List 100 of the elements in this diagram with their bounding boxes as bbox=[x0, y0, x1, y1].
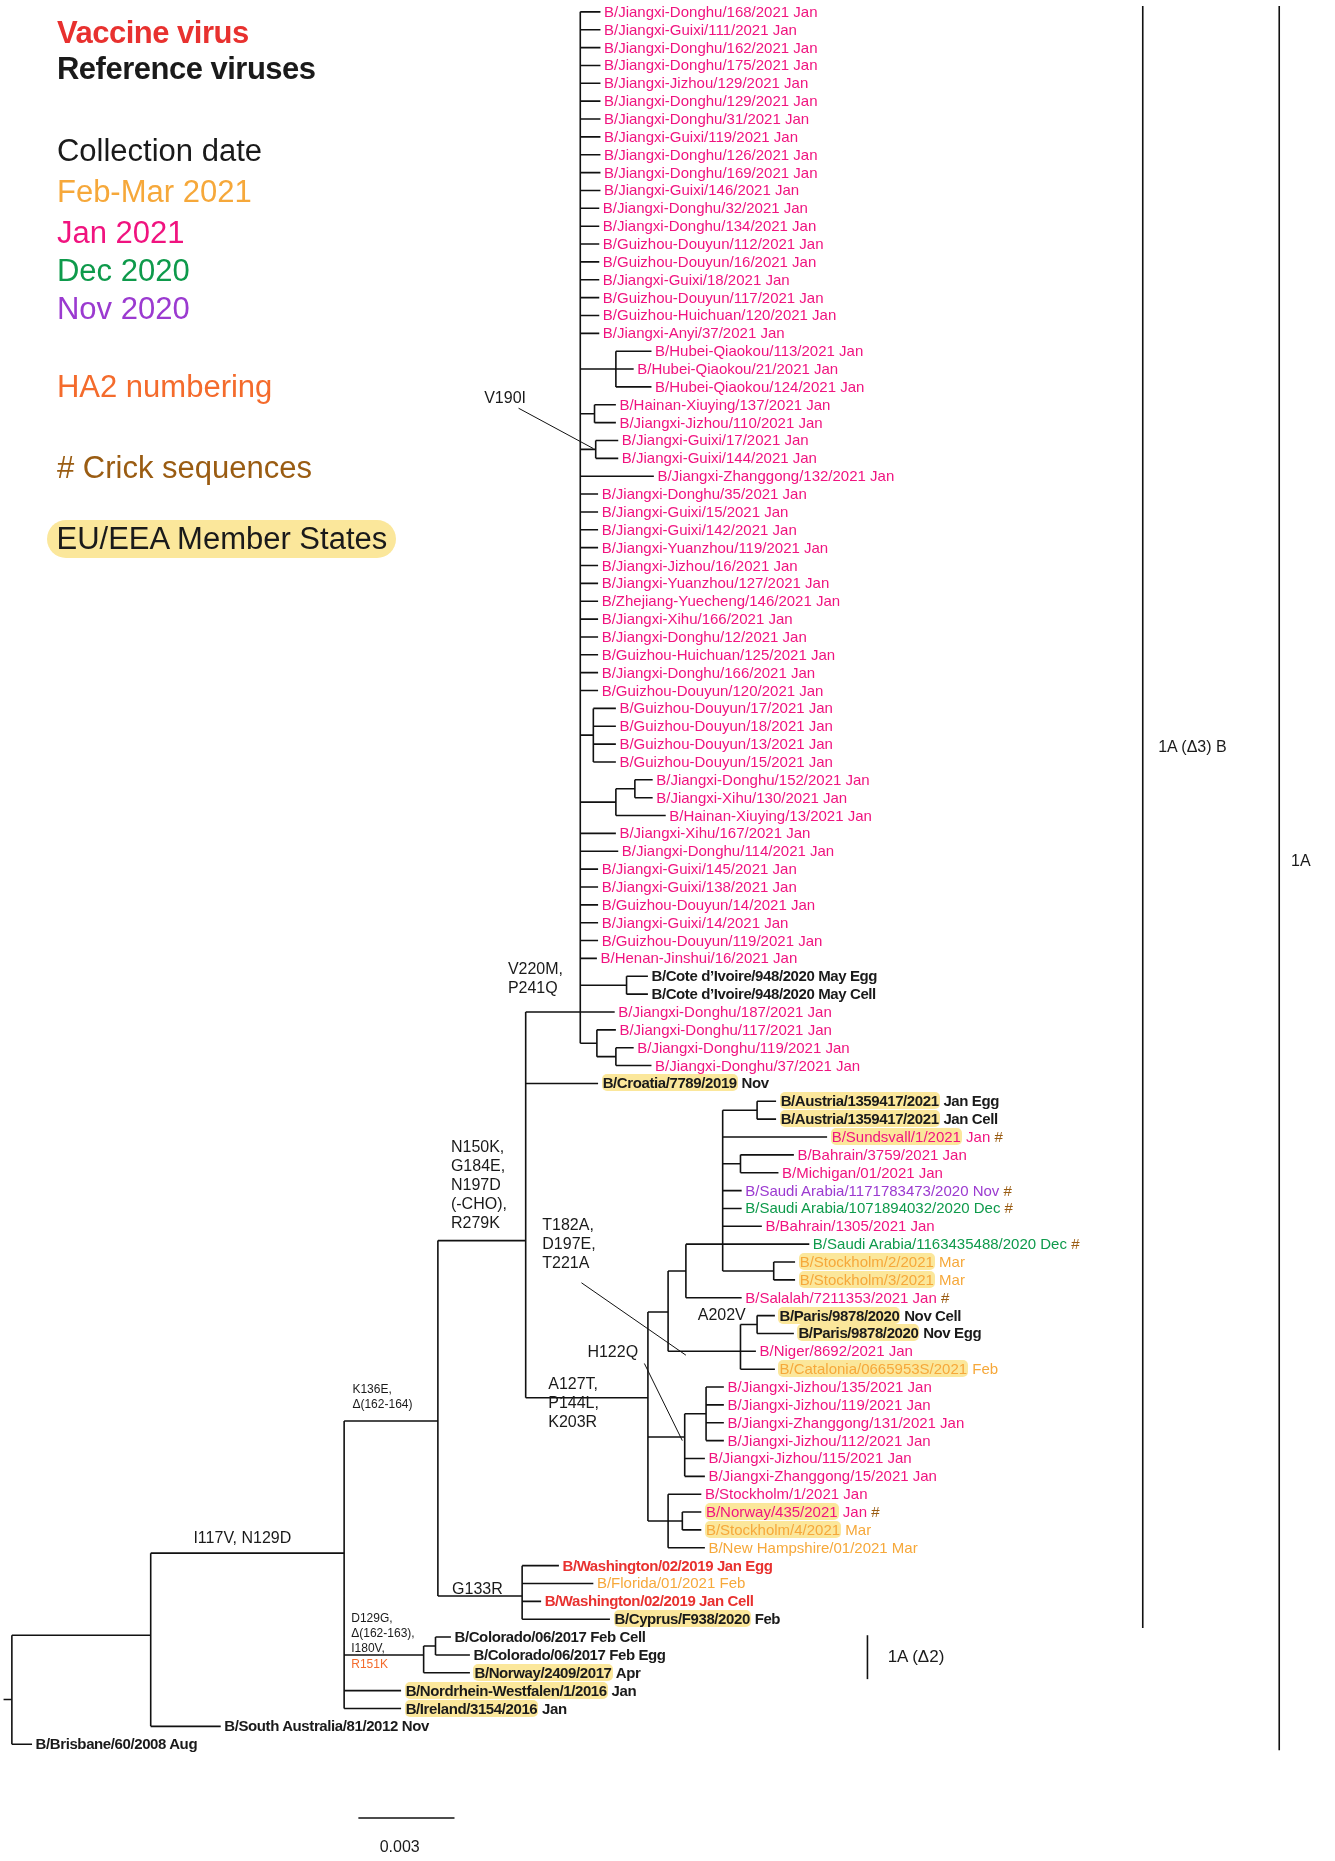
virus-strain-label: B/Hainan-Xiuying/137/2021 Jan bbox=[619, 395, 831, 414]
virus-strain-label: B/Jiangxi-Xihu/130/2021 Jan bbox=[656, 788, 848, 807]
mutation-label: K136E, Δ(162-164) bbox=[352, 1382, 414, 1413]
virus-strain-label: B/Austria/1359417/2021 Jan Egg bbox=[779, 1092, 999, 1111]
virus-strain-label: B/Guizhou-Douyun/112/2021 Jan bbox=[602, 235, 824, 254]
virus-strain-label: B/Jiangxi-Guixi/142/2021 Jan bbox=[601, 520, 797, 539]
virus-strain-label: B/Washington/02/2019 Jan Egg bbox=[562, 1556, 773, 1575]
virus-strain-label: B/Stockholm/2/2021 Mar bbox=[798, 1253, 965, 1271]
virus-strain-label: B/Guizhou-Douyun/120/2021 Jan bbox=[601, 681, 824, 700]
virus-strain-label: B/Jiangxi-Guixi/138/2021 Jan bbox=[601, 877, 797, 896]
virus-strain-label: B/Jiangxi-Guixi/15/2021 Jan bbox=[601, 502, 789, 521]
virus-strain-label: B/Hubei-Qiaokou/124/2021 Jan bbox=[655, 377, 865, 396]
virus-strain-label: B/Jiangxi-Donghu/168/2021 Jan bbox=[604, 2, 818, 21]
virus-strain-label: B/Guizhou-Huichuan/120/2021 Jan bbox=[602, 306, 837, 325]
virus-strain-label: B/Jiangxi-Zhanggong/131/2021 Jan bbox=[727, 1413, 965, 1432]
legend-label: # Crick sequences bbox=[56, 448, 312, 487]
virus-strain-label: B/Jiangxi-Donghu/119/2021 Jan bbox=[637, 1038, 850, 1057]
virus-strain-label: B/Guizhou-Douyun/17/2021 Jan bbox=[619, 699, 833, 718]
virus-strain-label: B/Guizhou-Douyun/14/2021 Jan bbox=[601, 895, 816, 914]
virus-strain-label: B/Jiangxi-Yuanzhou/119/2021 Jan bbox=[601, 538, 829, 557]
legend-label: EU/EEA Member States bbox=[47, 519, 397, 558]
virus-strain-label: B/Austria/1359417/2021 Jan Cell bbox=[779, 1110, 998, 1129]
virus-strain-label: B/Paris/9878/2020 Nov Egg bbox=[797, 1324, 982, 1343]
mutation-label: 1A bbox=[1291, 850, 1311, 870]
virus-strain-label: B/Jiangxi-Donghu/187/2021 Jan bbox=[618, 1003, 832, 1021]
virus-strain-label: B/Jiangxi-Guixi/145/2021 Jan bbox=[601, 860, 797, 879]
virus-strain-label: B/Jiangxi-Jizhou/112/2021 Jan bbox=[727, 1431, 931, 1450]
virus-strain-label: B/Croatia/7789/2019 Nov bbox=[601, 1074, 769, 1093]
virus-strain-label: B/Jiangxi-Yuanzhou/127/2021 Jan bbox=[601, 574, 830, 593]
virus-strain-label: B/Jiangxi-Jizhou/119/2021 Jan bbox=[727, 1395, 931, 1414]
virus-strain-label: B/Jiangxi-Xihu/167/2021 Jan bbox=[619, 824, 811, 843]
virus-strain-label: B/Guizhou-Douyun/119/2021 Jan bbox=[601, 931, 823, 950]
virus-strain-label: B/Zhejiang-Yuecheng/146/2021 Jan bbox=[601, 592, 841, 611]
virus-strain-label: B/Jiangxi-Donghu/117/2021 Jan bbox=[619, 1020, 832, 1039]
virus-strain-label: B/Jiangxi-Guixi/17/2021 Jan bbox=[621, 431, 809, 450]
virus-strain-label: B/Norway/435/2021 Jan # bbox=[704, 1503, 880, 1522]
virus-strain-label: B/Jiangxi-Jizhou/16/2021 Jan bbox=[601, 556, 798, 575]
virus-strain-label: B/Jiangxi-Guixi/146/2021 Jan bbox=[604, 181, 800, 200]
virus-strain-label: B/Colorado/06/2017 Feb Cell bbox=[454, 1628, 646, 1647]
virus-strain-label: B/Stockholm/1/2021 Jan bbox=[704, 1485, 868, 1504]
clade-label: 1A (Δ2) bbox=[887, 1645, 945, 1668]
mutation-label: V220M, P241Q bbox=[507, 958, 565, 997]
mutation-label: T182A, D197E, T221A bbox=[542, 1215, 607, 1273]
mutation-label: G133R bbox=[452, 1579, 503, 1599]
virus-strain-label: B/Stockholm/4/2021 Mar bbox=[704, 1520, 872, 1539]
virus-strain-label: B/Jiangxi-Donghu/129/2021 Jan bbox=[604, 92, 818, 111]
virus-strain-label: B/Jiangxi-Donghu/175/2021 Jan bbox=[604, 56, 818, 75]
virus-strain-label: B/Jiangxi-Guixi/18/2021 Jan bbox=[602, 270, 790, 289]
virus-strain-label: B/Jiangxi-Donghu/166/2021 Jan bbox=[601, 663, 816, 682]
legend-label: HA2 numbering bbox=[56, 367, 273, 406]
virus-strain-label: B/Jiangxi-Guixi/144/2021 Jan bbox=[621, 449, 817, 468]
virus-strain-label: B/Washington/02/2019 Jan Cell bbox=[544, 1592, 754, 1611]
virus-strain-label: B/Niger/8692/2021 Jan bbox=[759, 1342, 913, 1361]
virus-strain-label: B/Saudi Arabia/1171783473/2020 Nov # bbox=[745, 1181, 1012, 1200]
virus-strain-label: B/Saudi Arabia/1163435488/2020 Dec # bbox=[812, 1235, 1080, 1254]
virus-strain-label: B/Jiangxi-Jizhou/110/2021 Jan bbox=[619, 413, 823, 432]
virus-strain-label: B/Cyprus/F938/2020 Feb bbox=[613, 1610, 781, 1629]
virus-strain-label: B/Jiangxi-Jizhou/129/2021 Jan bbox=[604, 74, 809, 93]
virus-strain-label: B/Jiangxi-Donghu/37/2021 Jan bbox=[655, 1056, 861, 1075]
virus-strain-label: B/Jiangxi-Donghu/114/2021 Jan bbox=[621, 842, 835, 861]
mutation-label: R151K bbox=[351, 1656, 388, 1672]
virus-strain-label: B/Jiangxi-Xihu/166/2021 Jan bbox=[601, 610, 793, 629]
virus-strain-label: B/Jiangxi-Jizhou/115/2021 Jan bbox=[708, 1449, 912, 1468]
virus-strain-label: B/Jiangxi-Donghu/162/2021 Jan bbox=[604, 38, 818, 57]
virus-strain-label: B/Guizhou-Huichuan/125/2021 Jan bbox=[601, 645, 836, 664]
leader-line bbox=[518, 407, 594, 450]
virus-strain-label: B/Norway/2409/2017 Apr bbox=[473, 1663, 641, 1682]
virus-strain-label: B/Hubei-Qiaokou/21/2021 Jan bbox=[637, 360, 839, 379]
virus-strain-label: B/Nordrhein-Westfalen/1/2016 Jan bbox=[404, 1681, 637, 1700]
virus-strain-label: B/Michigan/01/2021 Jan bbox=[782, 1163, 943, 1182]
legend-label: Feb-Mar 2021 bbox=[56, 173, 252, 212]
virus-strain-label: B/South Australia/81/2012 Nov bbox=[224, 1717, 429, 1736]
mutation-label: V190I bbox=[484, 388, 526, 408]
mutation-label: N150K, G184E, N197D (-CHO), R279K bbox=[450, 1136, 508, 1232]
virus-strain-label: B/Jiangxi-Donghu/152/2021 Jan bbox=[656, 770, 870, 789]
virus-strain-label: B/Stockholm/3/2021 Mar bbox=[798, 1270, 965, 1289]
mutation-label: 1A (Δ3) B bbox=[1158, 736, 1227, 756]
virus-strain-label: B/Guizhou-Douyun/117/2021 Jan bbox=[602, 288, 824, 307]
virus-strain-label: B/Hainan-Xiuying/13/2021 Jan bbox=[669, 806, 872, 825]
virus-strain-label: B/Catalonia/0665953S/2021 Feb bbox=[778, 1360, 999, 1379]
virus-strain-label: B/Jiangxi-Donghu/12/2021 Jan bbox=[601, 627, 807, 646]
virus-strain-label: B/Jiangxi-Donghu/126/2021 Jan bbox=[604, 145, 818, 164]
virus-strain-label: B/Jiangxi-Guixi/14/2021 Jan bbox=[601, 913, 789, 932]
virus-strain-label: B/Brisbane/60/2008 Aug bbox=[35, 1735, 198, 1754]
virus-strain-label: B/Saudi Arabia/1071894032/2020 Dec # bbox=[745, 1199, 1013, 1218]
mutation-label: D129G, Δ(162-163), I180V, bbox=[351, 1611, 416, 1657]
virus-strain-label: B/Guizhou-Douyun/16/2021 Jan bbox=[602, 252, 817, 271]
virus-strain-label: B/Hubei-Qiaokou/113/2021 Jan bbox=[655, 342, 864, 361]
virus-strain-label: B/Cote d’Ivoire/948/2020 May Cell bbox=[651, 985, 876, 1004]
legend-label: Dec 2020 bbox=[56, 251, 190, 290]
virus-strain-label: B/Guizhou-Douyun/13/2021 Jan bbox=[619, 735, 833, 754]
virus-strain-label: B/Jiangxi-Donghu/32/2021 Jan bbox=[602, 199, 808, 218]
virus-strain-label: B/New Hampshire/01/2021 Mar bbox=[708, 1538, 918, 1557]
virus-strain-label: B/Jiangxi-Donghu/35/2021 Jan bbox=[601, 485, 807, 504]
virus-strain-label: B/Salalah/7211353/2021 Jan # bbox=[745, 1288, 950, 1307]
virus-strain-label: B/Jiangxi-Zhanggong/15/2021 Jan bbox=[708, 1467, 937, 1486]
virus-strain-label: B/Florida/01/2021 Feb bbox=[596, 1574, 746, 1593]
virus-strain-label: B/Jiangxi-Donghu/134/2021 Jan bbox=[602, 217, 817, 236]
virus-strain-label: B/Jiangxi-Guixi/111/2021 Jan bbox=[604, 20, 797, 39]
virus-strain-label: B/Jiangxi-Donghu/31/2021 Jan bbox=[604, 110, 810, 128]
